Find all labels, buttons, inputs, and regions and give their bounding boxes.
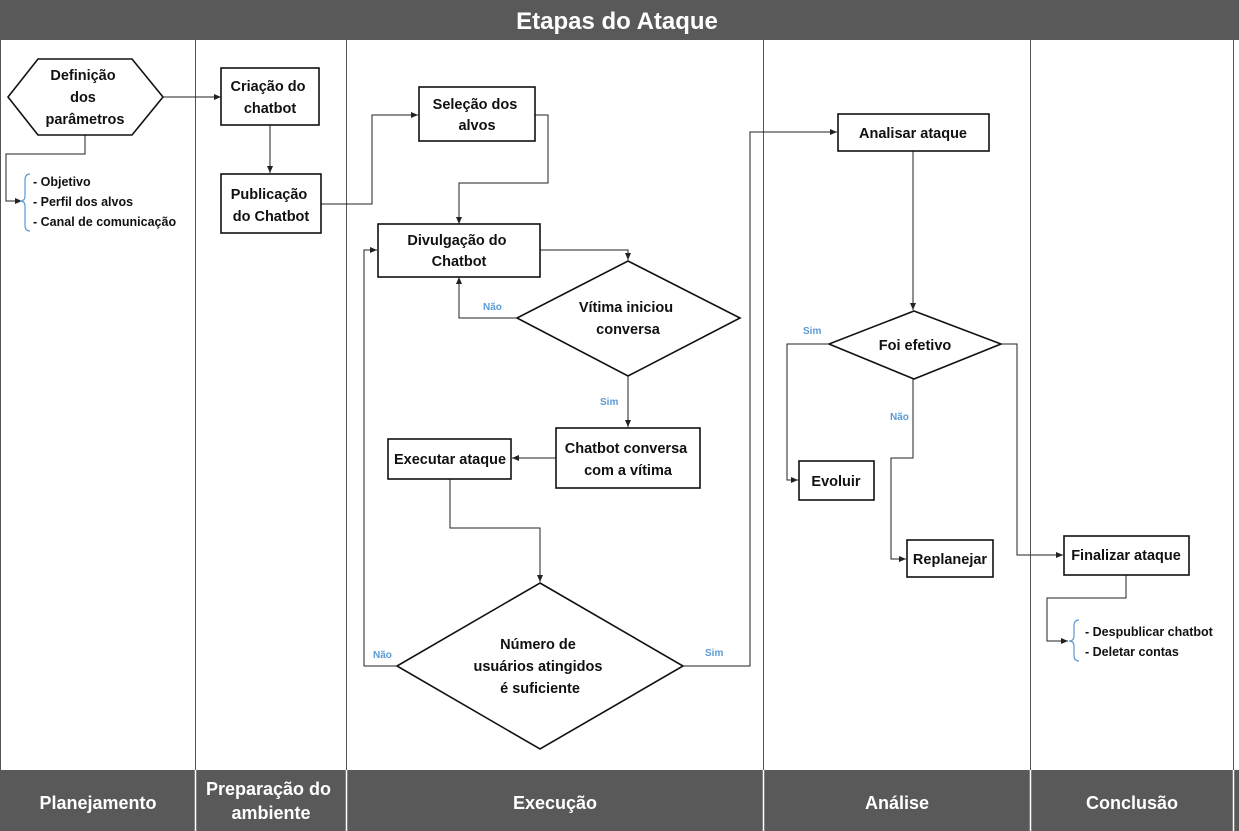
- edge-label-numero-nao: Não: [373, 650, 392, 661]
- diagram-title: Etapas do Ataque: [516, 8, 718, 35]
- edges: [5, 94, 1127, 667]
- node-criacao-text: Criação do chatbot: [231, 79, 310, 117]
- node-definicao-text: Definição dos parâmetros: [46, 68, 125, 128]
- node-selecao-line-2: alvos: [458, 118, 495, 134]
- node-selecao-text: Seleção dos alvos: [433, 97, 522, 134]
- parametros-item-1: - Objetivo: [33, 175, 91, 189]
- node-criacao-line-1: Criação do: [231, 79, 306, 95]
- node-vitima-line-2: conversa: [596, 322, 661, 338]
- node-numero-line-2: usuários atingidos: [474, 659, 603, 675]
- node-selecao-shape: [418, 86, 536, 142]
- node-executar-text: Executar ataque: [394, 452, 506, 468]
- lane-label-preparacao: Preparação do ambiente: [206, 779, 336, 823]
- lane-label-planejamento: Planejamento: [39, 793, 156, 813]
- lane-label-analise: Análise: [865, 793, 929, 813]
- edge-publicacao-to-selecao: [321, 112, 418, 205]
- lane-label-preparacao-line-1: Preparação do: [206, 779, 331, 799]
- conclusao-item-2: - Deletar contas: [1085, 645, 1179, 659]
- edge-numero-nao: [363, 247, 397, 667]
- node-numero-text: Número de usuários atingidos é suficient…: [474, 637, 607, 697]
- node-numero-line-1: Número de: [500, 637, 576, 653]
- node-divulgacao-text: Divulgação do Chatbot: [407, 233, 510, 270]
- node-evoluir-shape: [798, 460, 875, 501]
- node-vitima-text: Vítima iniciou conversa: [579, 300, 677, 338]
- node-chatbot-conversa-shape: [555, 427, 701, 489]
- edge-efetivo-sim: [786, 343, 829, 483]
- node-replanejar-shape: [906, 539, 994, 578]
- conclusao-brace: [1068, 619, 1080, 662]
- node-definicao-shape: [6, 58, 165, 136]
- node-divulgacao-shape: [377, 223, 541, 278]
- node-definicao-line-1: Definição: [50, 68, 115, 84]
- edge-label-numero-sim: Sim: [705, 648, 723, 659]
- lane-label-separators: [194, 770, 1235, 831]
- node-finalizar-shape: [1063, 535, 1190, 576]
- node-chatbot-conversa-text: Chatbot conversa com a vítima: [565, 441, 692, 479]
- edge-efetivo-to-finalizar: [1001, 343, 1063, 558]
- node-analisar-shape: [837, 113, 990, 152]
- parametros-brace: [19, 173, 31, 232]
- edge-efetivo-nao: [890, 379, 914, 562]
- node-publicacao-line-2: do Chatbot: [233, 209, 310, 225]
- node-definicao-line-2: dos: [70, 90, 96, 106]
- edge-selecao-to-divulgacao: [456, 114, 549, 224]
- node-foi-efetivo-shape: [826, 310, 1004, 380]
- node-criacao-shape: [220, 67, 320, 126]
- node-selecao-line-1: Seleção dos: [433, 97, 518, 113]
- node-evoluir-text: Evoluir: [811, 474, 861, 490]
- edge-divulgacao-to-vitima: [540, 249, 631, 260]
- node-chatbot-conversa-line-1: Chatbot conversa: [565, 441, 688, 457]
- node-foi-efetivo-text: Foi efetivo: [879, 338, 952, 354]
- node-replanejar-text: Replanejar: [913, 552, 987, 568]
- node-publicacao-text: Publicação do Chatbot: [231, 187, 312, 225]
- node-divulgacao-line-2: Chatbot: [432, 254, 487, 270]
- edge-finalizar-to-conclusao-list: [1046, 575, 1127, 644]
- edge-executar-to-numero: [449, 479, 543, 582]
- edge-definicao-to-parametros: [5, 135, 86, 204]
- node-numero-line-3: é suficiente: [500, 681, 580, 697]
- node-criacao-line-2: chatbot: [244, 101, 297, 117]
- title-band: [0, 0, 1239, 40]
- node-publicacao-shape: [220, 173, 322, 234]
- lane-label-conclusao: Conclusão: [1086, 793, 1178, 813]
- edge-label-efetivo-sim: Sim: [803, 326, 821, 337]
- node-definicao-line-3: parâmetros: [46, 112, 125, 128]
- conclusao-item-1: - Despublicar chatbot: [1085, 625, 1214, 639]
- parametros-item-3: - Canal de comunicação: [33, 215, 176, 229]
- lane-label-execucao: Execução: [513, 793, 597, 813]
- node-numero-shape: [395, 582, 685, 750]
- node-divulgacao-line-1: Divulgação do: [407, 233, 506, 249]
- edge-label-vitima-nao: Não: [483, 302, 502, 313]
- conclusao-list: - Despublicar chatbot - Deletar contas: [1085, 625, 1216, 659]
- edge-label-efetivo-nao: Não: [890, 412, 909, 423]
- node-vitima-shape: [515, 260, 742, 377]
- parametros-list: - Objetivo - Perfil dos alvos - Canal de…: [33, 175, 176, 229]
- edge-numero-sim: [683, 129, 837, 667]
- lane-label-preparacao-line-2: ambiente: [231, 803, 310, 823]
- edge-vitima-nao: [456, 277, 517, 319]
- lane-label-band: [0, 770, 1239, 831]
- node-publicacao-line-1: Publicação: [231, 187, 308, 203]
- node-executar-shape: [387, 438, 512, 480]
- node-chatbot-conversa-line-2: com a vítima: [584, 463, 673, 479]
- node-finalizar-text: Finalizar ataque: [1071, 548, 1181, 564]
- lane-separators: [0, 40, 1234, 831]
- edge-label-vitima-sim: Sim: [600, 397, 618, 408]
- node-analisar-text: Analisar ataque: [859, 126, 967, 142]
- parametros-item-2: - Perfil dos alvos: [33, 195, 133, 209]
- node-vitima-line-1: Vítima iniciou: [579, 300, 673, 316]
